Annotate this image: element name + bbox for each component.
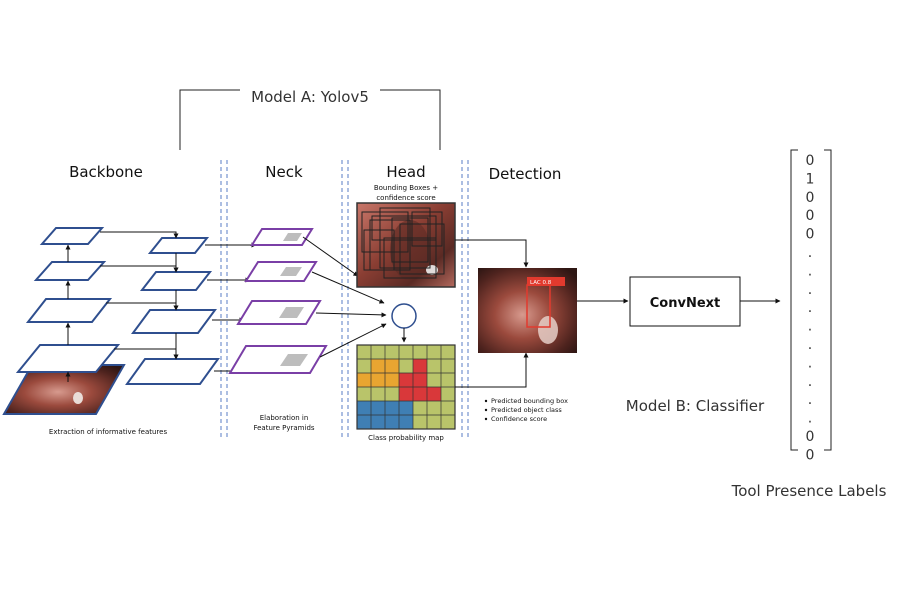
neck-feature-patch [280, 354, 308, 366]
detection-box-tag-text: LAC 0.8 [530, 280, 552, 286]
section-title-detection: Detection [489, 165, 562, 183]
backbone-plane [125, 358, 220, 385]
model-b-label: Model B: Classifier [626, 397, 765, 415]
backbone-input-image [4, 365, 124, 414]
neck-plane [236, 300, 322, 325]
output-bracket-right [824, 149, 832, 451]
convnext-block: ConvNext [629, 276, 741, 327]
backbone-image-highlight [73, 392, 83, 404]
output-vector-value: . [808, 337, 812, 353]
detection-bullets: Predicted bounding box Predicted object … [484, 397, 568, 423]
model-a-bracket: Model A: Yolov5 [179, 88, 441, 150]
output-vector-value: . [808, 245, 812, 261]
output-vector-value: 0 [806, 429, 815, 445]
output-vector-value: 0 [806, 447, 815, 463]
detection-bullet-item: Confidence score [491, 415, 547, 423]
detection-bullet-item: Predicted bounding box [491, 397, 568, 405]
output-caption: Tool Presence Labels [731, 482, 887, 500]
backbone-plane [15, 344, 121, 373]
backbone-section: Extraction of informative features [2, 227, 257, 436]
neck-plane [228, 345, 328, 374]
class-probability-caption: Class probability map [368, 434, 444, 442]
output-vector-value: 0 [806, 190, 815, 206]
output-vector-value: 1 [806, 171, 815, 187]
detection-section: LAC 0.8 Predicted bounding box Predicted… [478, 268, 577, 423]
output-vector-value: . [808, 355, 812, 371]
output-vector-value: . [808, 263, 812, 279]
output-vector-value: 0 [806, 208, 815, 224]
section-title-neck: Neck [265, 163, 303, 181]
neck-caption-line2: Feature Pyramids [253, 424, 314, 432]
backbone-plane [139, 271, 213, 291]
head-section: Bounding Boxes + confidence score [356, 184, 456, 442]
output-vector-value: . [808, 282, 812, 298]
backbone-plane [33, 261, 107, 281]
neck-feature-patch [279, 307, 304, 318]
output-vector-value: . [808, 319, 812, 335]
output-vector-value: . [808, 374, 812, 390]
head-bbox-overlays [361, 207, 445, 279]
output-vector-value: . [808, 392, 812, 408]
output-bracket-left [790, 149, 798, 451]
section-title-head: Head [386, 163, 425, 181]
output-vector-value: 0 [806, 227, 815, 243]
output-vector-value: 0 [806, 153, 815, 169]
output-vector-value: . [808, 411, 812, 427]
neck-plane [244, 261, 318, 282]
backbone-plane [39, 227, 105, 245]
convnext-label: ConvNext [650, 296, 721, 311]
neck-section: Elaboration in Feature Pyramids [228, 228, 387, 432]
section-title-backbone: Backbone [69, 163, 143, 181]
section-dividers [220, 160, 469, 440]
head-combine-node [391, 303, 417, 329]
output-vector: 0 1 0 0 0.......... 0 0 [790, 149, 832, 463]
head-bbox-caption-line2: confidence score [376, 194, 435, 202]
model-a-label: Model A: Yolov5 [251, 88, 369, 106]
backbone-caption: Extraction of informative features [49, 428, 168, 436]
head-to-detection-arrows [455, 239, 529, 388]
head-bbox-caption-line1: Bounding Boxes + [374, 184, 438, 192]
neck-caption-line1: Elaboration in [260, 414, 309, 422]
neck-feature-patch [280, 267, 302, 276]
detection-box-tag [527, 277, 565, 286]
detection-bullet-item: Predicted object class [491, 406, 562, 414]
backbone-plane [147, 237, 210, 254]
class-probability-map [356, 344, 456, 430]
output-vector-value: . [808, 300, 812, 316]
backbone-plane [25, 298, 113, 323]
backbone-plane [131, 309, 217, 334]
neck-feature-patch [283, 233, 302, 241]
